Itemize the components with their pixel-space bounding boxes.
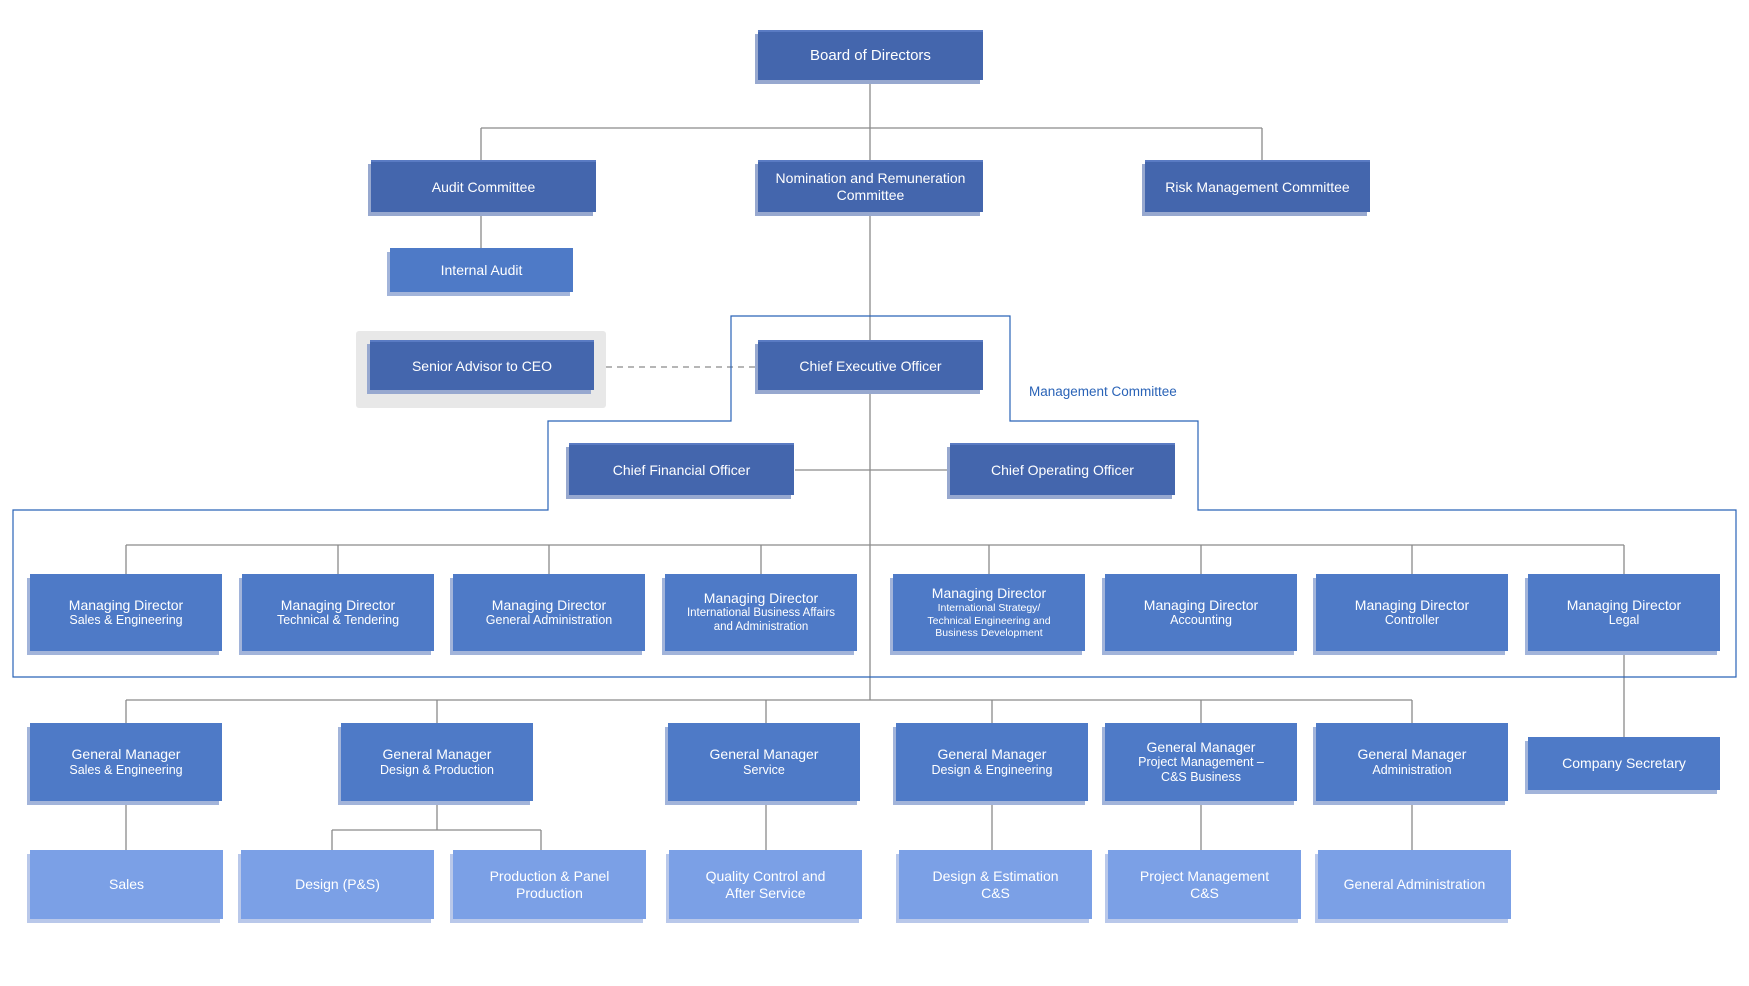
gm-project-management-box: General Manager Project Management – C&S… — [1105, 723, 1297, 801]
board-of-directors-box: Board of Directors — [758, 30, 983, 80]
gm-design-engineering-box: General Manager Design & Engineering — [896, 723, 1088, 801]
gm-title: General Manager — [1146, 738, 1256, 755]
md-subtitle-line-2: Technical Engineering and — [927, 614, 1051, 627]
md-sales-engineering-box: Managing Director Sales & Engineering — [30, 574, 222, 651]
coo-label: Chief Operating Officer — [991, 461, 1134, 478]
gm-subtitle-line-2: C&S Business — [1161, 770, 1241, 785]
audit-committee-box: Audit Committee — [371, 160, 596, 212]
md-title: Managing Director — [1566, 596, 1682, 613]
dept-general-administration-box: General Administration — [1318, 850, 1511, 919]
gm-title: General Manager — [71, 746, 181, 763]
gm-subtitle: Service — [743, 762, 785, 777]
dept-quality-control-box: Quality Control and After Service — [669, 850, 862, 919]
gm-subtitle: Design & Engineering — [931, 762, 1053, 777]
gm-title: General Manager — [382, 746, 492, 763]
md-subtitle-line-1: International Strategy/ — [937, 602, 1041, 614]
dept-label-line-1: Design & Estimation — [932, 867, 1059, 884]
md-controller-box: Managing Director Controller — [1316, 574, 1508, 651]
board-title: Board of Directors — [810, 47, 931, 64]
internal-audit-box: Internal Audit — [390, 248, 573, 292]
gm-title: General Manager — [937, 746, 1047, 763]
dept-design-estimation-box: Design & Estimation C&S — [899, 850, 1092, 919]
dept-label: General Administration — [1343, 876, 1486, 893]
risk-committee-box: Risk Management Committee — [1145, 160, 1370, 212]
nomination-committee-line-2: Committee — [836, 187, 905, 203]
gm-title: General Manager — [709, 746, 819, 763]
management-committee-label: Management Committee — [1029, 384, 1177, 399]
ceo-label: Chief Executive Officer — [799, 357, 942, 374]
md-general-administration-box: Managing Director General Administration — [453, 574, 645, 651]
dept-label: Design (P&S) — [295, 876, 380, 893]
md-subtitle-line-3: Business Development — [935, 627, 1043, 640]
dept-label-line-2: Production — [516, 884, 583, 901]
dept-sales-box: Sales — [30, 850, 223, 919]
md-title: Managing Director — [1354, 596, 1470, 613]
company-secretary-box: Company Secretary — [1528, 737, 1720, 790]
company-secretary-label: Company Secretary — [1562, 755, 1686, 772]
md-title: Managing Director — [703, 590, 819, 607]
audit-committee-label: Audit Committee — [431, 178, 536, 195]
nomination-committee-line-1: Nomination and Remuneration — [775, 170, 966, 187]
md-subtitle-line-2: and Administration — [713, 620, 809, 633]
md-subtitle: Legal — [1608, 613, 1640, 628]
md-subtitle: Sales & Engineering — [69, 613, 183, 628]
md-subtitle: General Administration — [485, 613, 613, 628]
dept-label-line-1: Quality Control and — [705, 867, 826, 884]
gm-administration-box: General Manager Administration — [1316, 723, 1508, 801]
gm-title: General Manager — [1357, 746, 1467, 763]
md-title: Managing Director — [68, 596, 184, 613]
dept-label-line-1: Project Management — [1139, 867, 1270, 884]
dept-design-ps-box: Design (P&S) — [241, 850, 434, 919]
senior-advisor-label: Senior Advisor to CEO — [411, 357, 553, 374]
md-subtitle: Controller — [1384, 613, 1440, 628]
cfo-box: Chief Financial Officer — [569, 443, 794, 495]
senior-advisor-box: Senior Advisor to CEO — [370, 340, 594, 390]
internal-audit-label: Internal Audit — [440, 261, 523, 278]
md-technical-tendering-box: Managing Director Technical & Tendering — [242, 574, 434, 651]
md-title: Managing Director — [280, 596, 396, 613]
gm-design-production-box: General Manager Design & Production — [341, 723, 533, 801]
coo-box: Chief Operating Officer — [950, 443, 1175, 495]
gm-subtitle: Design & Production — [380, 762, 494, 777]
md-international-strategy-box: Managing Director International Strategy… — [893, 574, 1085, 651]
ceo-box: Chief Executive Officer — [758, 340, 983, 390]
dept-label-line-2: C&S — [981, 884, 1010, 901]
dept-label: Sales — [108, 876, 145, 893]
md-legal-box: Managing Director Legal — [1528, 574, 1720, 651]
md-title: Managing Director — [491, 596, 607, 613]
cfo-label: Chief Financial Officer — [612, 461, 751, 478]
nomination-committee-box: Nomination and Remuneration Committee — [758, 160, 983, 212]
gm-subtitle-line-1: Project Management – — [1138, 755, 1264, 770]
gm-sales-engineering-box: General Manager Sales & Engineering — [30, 723, 222, 801]
gm-subtitle: Sales & Engineering — [69, 762, 183, 777]
md-subtitle: Accounting — [1170, 613, 1232, 628]
gm-subtitle: Administration — [1372, 762, 1452, 777]
md-subtitle: Technical & Tendering — [276, 613, 400, 628]
dept-label-line-2: After Service — [725, 884, 806, 901]
md-title: Managing Director — [931, 585, 1047, 602]
md-subtitle-line-1: International Business Affairs — [686, 607, 836, 620]
risk-committee-label: Risk Management Committee — [1165, 178, 1350, 195]
md-accounting-box: Managing Director Accounting — [1105, 574, 1297, 651]
gm-service-box: General Manager Service — [668, 723, 860, 801]
dept-label-line-2: C&S — [1190, 884, 1219, 901]
md-international-business-box: Managing Director International Business… — [665, 574, 857, 651]
management-committee-outline — [12, 315, 1737, 678]
dept-project-management-box: Project Management C&S — [1108, 850, 1301, 919]
md-title: Managing Director — [1143, 596, 1259, 613]
dept-production-box: Production & Panel Production — [453, 850, 646, 919]
dept-label-line-1: Production & Panel — [489, 867, 610, 884]
